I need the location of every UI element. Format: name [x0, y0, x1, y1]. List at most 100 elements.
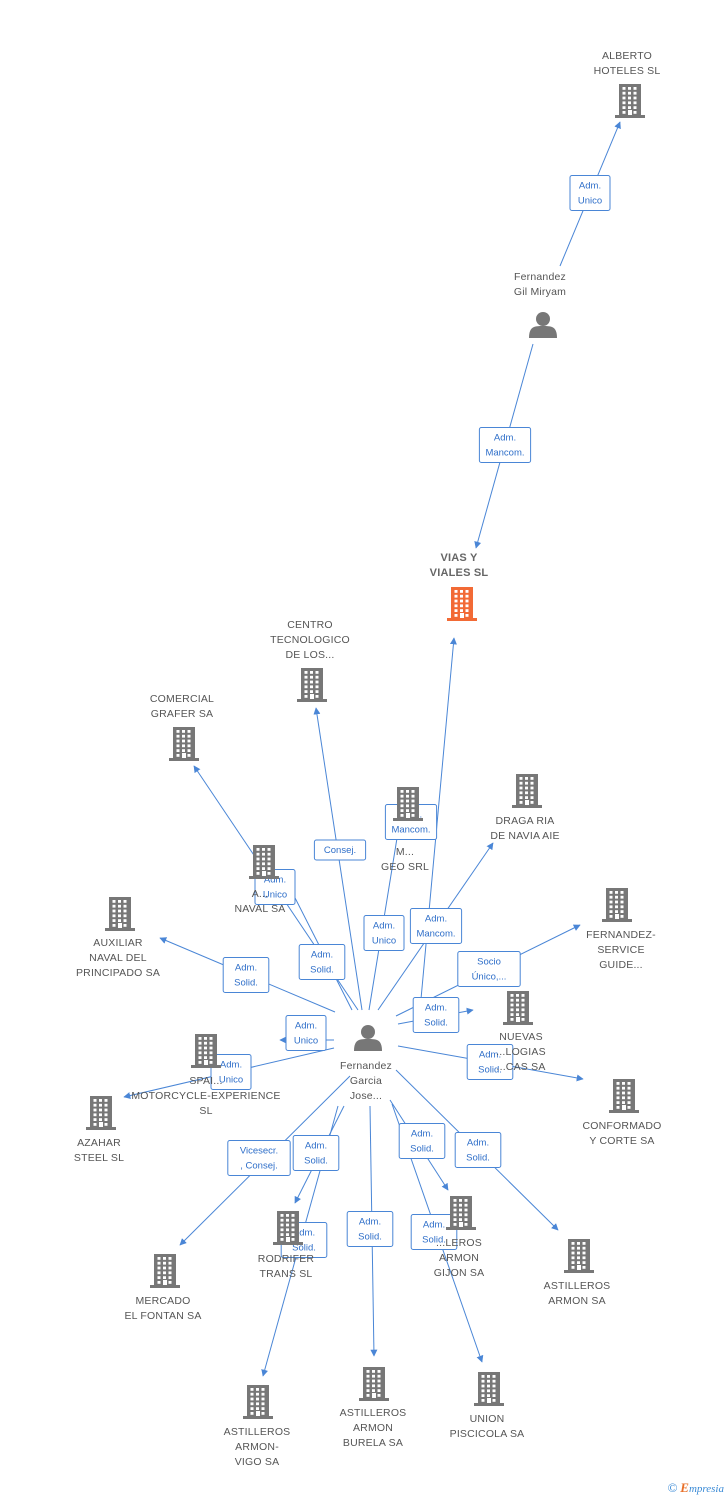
- node-label-auxiliar: AUXILIAR: [93, 937, 143, 949]
- node-label-spain: SL: [199, 1105, 212, 1117]
- node-label-vias: VIAS Y: [440, 552, 478, 564]
- edge-label-text: Mancom.: [416, 929, 455, 940]
- edge-label-box: [466, 1044, 514, 1080]
- node-label-jose: Garcia: [350, 1075, 382, 1087]
- person-icon: [354, 1025, 382, 1051]
- node-jose[interactable]: FernandezGarciaJose...: [340, 1025, 392, 1102]
- edge-label-miryam-alberto[interactable]: Adm.Unico: [569, 175, 611, 211]
- node-label-gijon: ...LEROS: [436, 1237, 482, 1249]
- node-label-grafer: COMERCIAL: [150, 693, 214, 705]
- node-label-anaval: A...: [252, 888, 269, 900]
- edge-label-box: [298, 944, 346, 980]
- node-fservice[interactable]: FERNANDEZ-SERVICEGUIDE...: [586, 888, 656, 971]
- node-label-conformado: Y CORTE SA: [589, 1135, 654, 1147]
- node-label-fservice: GUIDE...: [599, 959, 643, 971]
- edge-label-jose-nuevas[interactable]: Adm. Solid.: [412, 997, 460, 1033]
- edge-label-jose-azahar[interactable]: Adm.Unico: [210, 1054, 252, 1090]
- edge-label-jose-anaval[interactable]: Adm. Solid.: [298, 944, 346, 980]
- edge-label-text: Adm.: [235, 963, 257, 974]
- edge-label-jose-geo[interactable]: Adm. Unico: [363, 915, 405, 951]
- edge-label-text: Unico: [372, 936, 396, 947]
- edge-label-text: Adm.: [373, 921, 395, 932]
- building-icon: [446, 1196, 476, 1230]
- node-label-alberto: HOTELES SL: [594, 65, 661, 77]
- edge-label-jose-fservice[interactable]: SocioÚnico,...: [457, 951, 521, 987]
- edge-label-jose-mercado[interactable]: Vicesecr., Consej.: [227, 1140, 291, 1176]
- edge-label-jose-auxiliar[interactable]: Adm. Solid.: [222, 957, 270, 993]
- building-icon: [150, 1254, 180, 1288]
- edge-label-text: Adm.: [295, 1021, 317, 1032]
- edge-label-text: Mancom.: [391, 825, 430, 836]
- edge-label-jose-rodrifer[interactable]: Adm. Solid.: [292, 1135, 340, 1171]
- edge-label-jose-union[interactable]: Adm.Solid.: [410, 1214, 458, 1250]
- copyright-icon: ©: [667, 1480, 678, 1495]
- edge-label-text: Adm.: [305, 1141, 327, 1152]
- building-icon: [503, 991, 533, 1025]
- edge-label-text: Adm.: [311, 950, 333, 961]
- edge-label-text: Solid.: [424, 1018, 448, 1029]
- edge-label-box: [227, 1140, 291, 1176]
- node-label-vias: VIALES SL: [430, 567, 489, 579]
- edge-label-text: Solid.: [304, 1156, 328, 1167]
- edge-label-jose-gijon[interactable]: Adm.Solid.: [398, 1123, 446, 1159]
- building-icon: [86, 1096, 116, 1130]
- node-anaval[interactable]: A... NAVAL SA: [234, 845, 285, 915]
- building-icon: [602, 888, 632, 922]
- edge-label-text: Solid.: [310, 965, 334, 976]
- edge-label-jose-conformado[interactable]: Adm.Solid.: [466, 1044, 514, 1080]
- edge-label-text: Solid.: [234, 978, 258, 989]
- edge-label-text: Adm.: [425, 1003, 447, 1014]
- node-label-geo: M...: [396, 846, 414, 858]
- edge-label-text: , Consej.: [240, 1161, 278, 1172]
- edge-label-miryam-vias[interactable]: Adm.Mancom.: [478, 427, 532, 463]
- node-label-fservice: SERVICE: [597, 944, 644, 956]
- building-icon: [474, 1372, 504, 1406]
- node-vias[interactable]: VIAS Y VIALES SL: [430, 552, 489, 621]
- building-icon: [359, 1367, 389, 1401]
- node-label-anaval: NAVAL SA: [234, 903, 285, 915]
- edge-label-jose-draga[interactable]: Adm.Mancom.: [409, 908, 463, 944]
- node-label-spain: SPAI...: [189, 1075, 222, 1087]
- building-icon: [249, 845, 279, 879]
- node-label-azahar: STEEL SL: [74, 1152, 124, 1164]
- node-geo[interactable]: M... GEO SRL: [381, 787, 429, 873]
- node-label-vigo: ASTILLEROS: [224, 1426, 291, 1438]
- node-label-auxiliar: PRINCIPADO SA: [76, 967, 160, 979]
- edge-label-jose-armon[interactable]: Adm.Solid.: [454, 1132, 502, 1168]
- edges-layer: [123, 121, 621, 1377]
- node-label-jose: Jose...: [350, 1090, 382, 1102]
- edge-label-jose-burela[interactable]: Adm.Solid.: [346, 1211, 394, 1247]
- node-label-burela: ASTILLEROS: [340, 1407, 407, 1419]
- edge-label-box: [454, 1132, 502, 1168]
- edge-label-text: Unico: [294, 1036, 318, 1047]
- node-label-geo: GEO SRL: [381, 861, 429, 873]
- edge-label-text: Adm.: [264, 875, 286, 886]
- edge-label-text: Solid.: [422, 1235, 446, 1246]
- node-label-miryam: Fernandez: [514, 271, 566, 283]
- node-label-centro: TECNOLOGICO: [270, 634, 350, 646]
- edge-label-box: [363, 915, 405, 951]
- node-nuevas[interactable]: NUEVAS...LOGIAS...CAS SA: [496, 991, 546, 1073]
- node-label-vigo: ARMON-: [235, 1441, 279, 1453]
- edge-label-text: Solid.: [358, 1232, 382, 1243]
- edge-label-jose-spain[interactable]: Adm. Unico: [285, 1015, 327, 1051]
- building-icon: [243, 1385, 273, 1419]
- edge-label-jose-centro[interactable]: Consej.: [313, 839, 367, 861]
